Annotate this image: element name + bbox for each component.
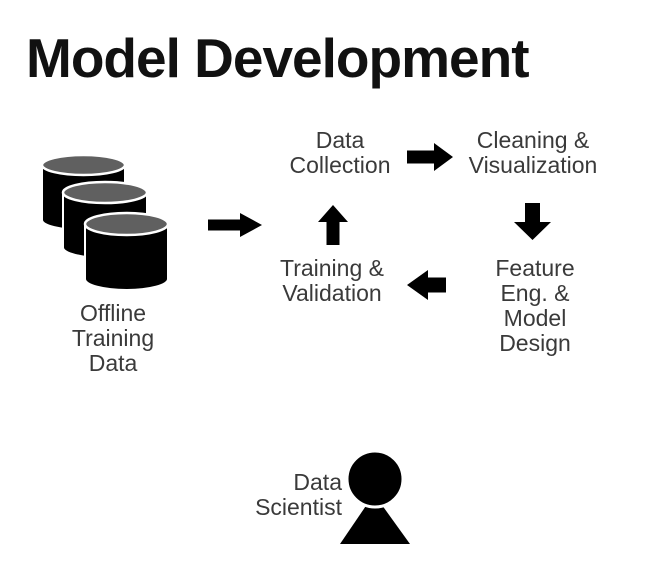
step-feature-eng-model-design: Feature Eng. & Model Design: [495, 255, 575, 356]
page-title: Model Development: [26, 27, 530, 89]
step-training-validation: Training & Validation: [280, 255, 384, 306]
step-data-collection: Data Collection: [289, 127, 391, 178]
datastore-label: Offline Training Data: [71, 300, 155, 376]
arrow-training-to-collection-icon: [318, 205, 348, 245]
arrow-collection-to-cleaning-icon: [407, 143, 453, 171]
data-scientist-label: Data Scientist: [255, 469, 342, 520]
arrow-datastore-to-cycle-icon: [208, 213, 262, 237]
person-head: [345, 449, 405, 509]
person-icon: [340, 449, 410, 544]
database-stack-icon: [40, 153, 170, 291]
arrow-feature-to-training-icon: [407, 270, 446, 300]
step-cleaning-visualization: Cleaning & Visualization: [468, 127, 598, 178]
person-body: [340, 494, 410, 544]
arrow-cleaning-to-feature-icon: [514, 203, 551, 240]
database-cylinder: [83, 211, 170, 291]
